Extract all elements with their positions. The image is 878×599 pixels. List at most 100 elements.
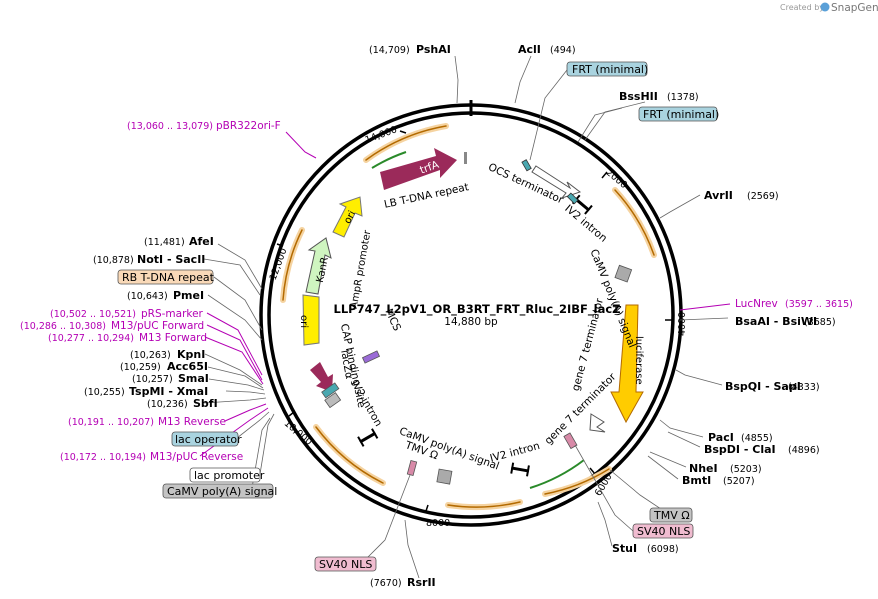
enzyme-labels: (14,709) PshAI AclI (494) BssHII (1378) …: [84, 43, 836, 589]
enzyme-stui-name: StuI: [612, 542, 637, 555]
feature-cap-box: [324, 392, 342, 409]
enzyme-stui-pos: (6098): [647, 544, 679, 555]
leader-rb-repeat: [213, 276, 263, 331]
enzyme-bmti-name: BmtI: [682, 474, 711, 487]
enzyme-noti-pos: (10,878): [93, 255, 134, 266]
enzyme-tspmi-pos: (10,255): [84, 387, 125, 398]
credit-brand: SnapGene: [831, 2, 878, 14]
leader-afei: [217, 243, 263, 290]
ruler-tick-12000: [276, 243, 284, 247]
box-frt-2-label: FRT (minimal): [643, 108, 719, 121]
enzyme-psha1-pos: (14,709): [369, 45, 410, 56]
box-frt-2: [638, 106, 718, 122]
leader-psha1: [454, 55, 459, 104]
leader-frt-1: [529, 69, 568, 161]
leader-m13-fwd: [204, 336, 264, 385]
primer-prs-marker-name: pRS-marker: [141, 308, 204, 320]
primer-m13-fwd-pos: (10,277 .. 10,294): [48, 333, 134, 344]
leader-bspqi: [675, 369, 723, 386]
enzyme-bspdi-pos: (4896): [788, 445, 820, 456]
ruler-label-8000: 8000: [426, 518, 450, 529]
credit: Created by SnapGene: [780, 2, 878, 14]
enzyme-nhei-pos: (5203): [730, 464, 762, 475]
leader-bspdi: [667, 431, 701, 448]
arc-bottom-right: [544, 468, 610, 495]
leader-sv40-right: [574, 444, 634, 532]
enzyme-bsshii-pos: (1378): [667, 92, 699, 103]
leader-m13-rev: [224, 403, 267, 422]
leader-nhei: [649, 451, 687, 468]
box-frt-1: [566, 61, 648, 77]
feature-ori-left-label: ori: [298, 315, 309, 328]
box-frt-1-label: FRT (minimal): [572, 63, 648, 76]
enzyme-bsaai-name: BsaAI - BsiWI: [735, 315, 817, 328]
primer-pbr322ori-f-pos: (13,060 .. 13,079): [127, 121, 213, 132]
enzyme-bmti-pos: (5207): [723, 476, 755, 487]
arc-green-top: [371, 151, 407, 169]
enzyme-avrii-name: AvrII: [704, 189, 733, 202]
arc-top: [365, 125, 447, 161]
box-lac-promoter: [189, 467, 261, 483]
primer-lucnrev-name: LucNrev: [735, 298, 778, 310]
enzyme-sbfi-pos: (10,236): [147, 399, 188, 410]
leader-pmei: [207, 294, 263, 341]
enzyme-paci-pos: (4855): [741, 433, 773, 444]
feature-camv-polya-bottom-box: [436, 468, 453, 485]
box-rb-repeat-label: RB T-DNA repeat: [122, 271, 215, 284]
feature-frt-2-mark: [566, 192, 579, 205]
ruler-tick-6000: [589, 467, 596, 475]
ruler-tick-10000: [288, 411, 295, 417]
enzyme-smai-name: SmaI: [178, 372, 209, 385]
box-rb-repeat: [117, 269, 214, 285]
arc-left: [282, 229, 303, 301]
enzyme-afei-pos: (11,481): [144, 237, 185, 248]
snapgene-logo-icon: [820, 2, 830, 12]
leader-prs-marker: [206, 312, 263, 376]
box-lac-promoter-label: lac promoter: [194, 469, 265, 482]
feature-luciferase-arrow: [610, 304, 644, 424]
feature-ori-top-arrow: [332, 196, 363, 238]
leader-bsshii: [584, 101, 646, 141]
leader-noti: [203, 258, 261, 296]
feature-lacz-arrow: [310, 362, 333, 392]
enzyme-acli-name: AclI: [518, 43, 541, 56]
arc-green-bottom: [529, 459, 585, 489]
leader-lac-operator: [236, 411, 270, 439]
leader-sv40-bottom: [361, 474, 411, 564]
enzyme-pmei-name: PmeI: [173, 289, 204, 302]
leader-frt-2: [577, 107, 623, 143]
feature-lac-operator-mark: [321, 382, 340, 399]
leader-bsaai: [679, 317, 729, 321]
enzyme-rsrii-pos: (7670): [370, 578, 402, 589]
feature-iv2-intron-bottom-label: IV2 intron: [489, 440, 542, 465]
ruler-tick-14000: [399, 130, 407, 134]
box-lac-operator-label: lac operator: [175, 433, 242, 446]
feature-frt-1-mark: [521, 159, 532, 172]
primer-arcs: [280, 123, 657, 511]
feature-ampr-promoter-label: AmpR promoter: [349, 229, 374, 310]
enzyme-paci-name: PacI: [708, 431, 734, 444]
feature-ori-left-arrow: [302, 294, 320, 346]
primer-labels: (13,060 .. 13,079) pBR322ori-F LucNrev (…: [20, 120, 853, 463]
enzyme-bsaai-pos: (3685): [804, 317, 836, 328]
feature-mcs-mark: [361, 350, 381, 364]
arc-bottom-left: [315, 426, 384, 484]
primer-m13-rev-pos: (10,191 .. 10,207): [68, 417, 154, 428]
enzyme-bspdi-name: BspDI - ClaI: [704, 443, 776, 456]
feature-sv40-nls-mark: [563, 432, 578, 450]
feature-kanr-arrow: [305, 237, 332, 295]
enzyme-rsrii-name: RsrII: [407, 576, 436, 589]
primer-m13-puc-fwd-pos: (10,286 .. 10,308): [20, 321, 106, 332]
primer-m13-fwd-name: M13 Forward: [139, 332, 207, 344]
primer-prs-marker-pos: (10,502 .. 10,521): [50, 309, 136, 320]
enzyme-bspqi-name: BspQI - SapI: [725, 380, 801, 393]
enzyme-bspqi-pos: (4333): [788, 382, 820, 393]
enzyme-kpni-pos: (10,263): [130, 350, 171, 361]
primer-pbr322ori-f-name: pBR322ori-F: [216, 120, 281, 132]
enzyme-psha1-name: PshAI: [416, 43, 451, 56]
primer-lucnrev-pos: (3597 .. 3615): [785, 299, 853, 310]
leader-avrii: [659, 194, 701, 219]
enzyme-acc65i-name: Acc65I: [167, 360, 208, 373]
enzyme-acc65i-pos: (10,259): [120, 362, 161, 373]
